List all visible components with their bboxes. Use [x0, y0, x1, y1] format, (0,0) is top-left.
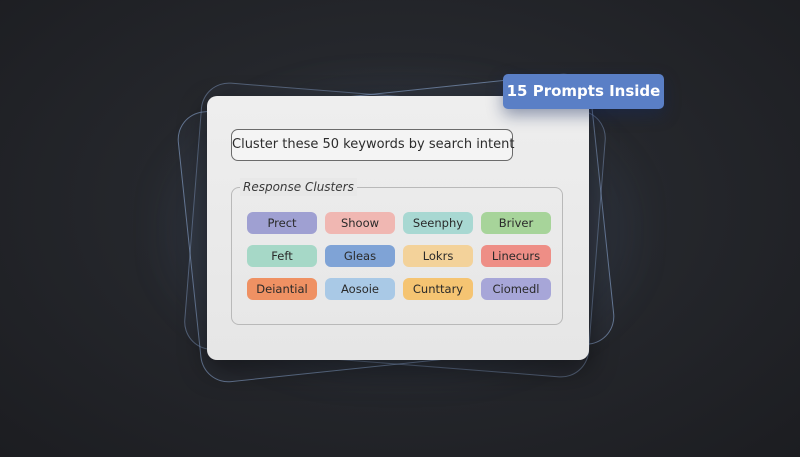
- cluster-chip: Feft: [247, 245, 317, 267]
- response-clusters-legend: Response Clusters: [240, 178, 357, 196]
- prompt-card: Cluster these 50 keywords by search inte…: [207, 96, 589, 360]
- cluster-chip: Gleas: [325, 245, 395, 267]
- prompts-count-badge: 15 Prompts Inside: [503, 74, 664, 109]
- cluster-chip: Deiantial: [247, 278, 317, 300]
- cluster-chip: Cunttary: [403, 278, 473, 300]
- cluster-chip: Ciomedl: [481, 278, 551, 300]
- cluster-chip: Aosoie: [325, 278, 395, 300]
- cluster-chip: Prect: [247, 212, 317, 234]
- cluster-chip: Seenphy: [403, 212, 473, 234]
- cluster-chip: Shoow: [325, 212, 395, 234]
- response-clusters-panel: Response Clusters Prect Shoow Seenphy Brive…: [231, 178, 563, 325]
- cluster-chip: Lokrs: [403, 245, 473, 267]
- cluster-chip: Briver: [481, 212, 551, 234]
- cluster-chip: Linecurs: [481, 245, 551, 267]
- prompt-text-box: Cluster these 50 keywords by search inte…: [231, 129, 514, 161]
